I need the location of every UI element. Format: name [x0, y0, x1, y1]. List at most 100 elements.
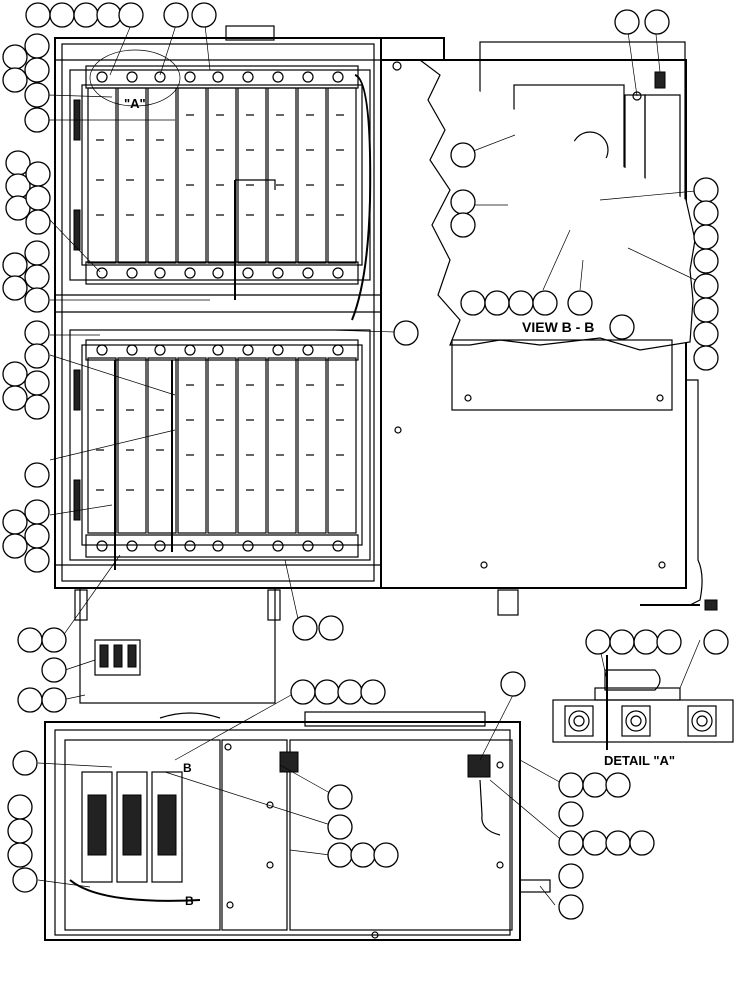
callout-balloon	[24, 462, 50, 488]
callout-balloon	[2, 67, 28, 93]
callout-balloon	[41, 687, 67, 713]
callout-balloon	[450, 189, 476, 215]
callout-balloon	[24, 499, 50, 525]
callout-balloon	[24, 107, 50, 133]
callout-balloon	[327, 842, 353, 868]
callout-balloon	[5, 195, 31, 221]
callout-balloon	[2, 252, 28, 278]
callout-balloon	[24, 370, 50, 396]
callout-balloon	[49, 2, 75, 28]
callout-balloon	[629, 830, 655, 856]
callout-balloon	[314, 679, 340, 705]
callout-balloon	[693, 345, 719, 371]
callout-balloon	[393, 320, 419, 346]
callout-balloon	[373, 842, 399, 868]
callout-balloon	[25, 161, 51, 187]
callout-balloon	[558, 830, 584, 856]
callout-balloon	[7, 818, 33, 844]
callout-balloon	[585, 629, 611, 655]
callout-balloon	[558, 772, 584, 798]
callout-balloon	[693, 248, 719, 274]
callout-balloon	[25, 209, 51, 235]
callout-balloon	[96, 2, 122, 28]
callout-balloon	[24, 287, 50, 313]
callout-balloon	[41, 657, 67, 683]
battery-cabinet-upper	[54, 25, 382, 589]
callout-balloon	[450, 142, 476, 168]
callout-balloon	[73, 2, 99, 28]
callout-balloon	[191, 2, 217, 28]
callout-balloon	[2, 385, 28, 411]
callout-balloon	[290, 679, 316, 705]
callout-balloon	[24, 57, 50, 83]
callout-balloon	[163, 2, 189, 28]
section-b-lower: B	[185, 894, 194, 908]
callout-balloon	[7, 842, 33, 868]
callout-balloon	[508, 290, 534, 316]
callout-balloon	[693, 177, 719, 203]
cabinet-base-fittings	[74, 587, 519, 704]
callout-balloon	[318, 615, 344, 641]
callout-balloon	[24, 547, 50, 573]
callout-balloon	[633, 629, 659, 655]
leader-lines	[37, 24, 707, 906]
callout-balloon	[327, 814, 353, 840]
view-b-b-title: VIEW B - B	[522, 319, 594, 335]
callout-balloon	[693, 200, 719, 226]
callout-balloon	[24, 82, 50, 108]
callout-balloon	[337, 679, 363, 705]
callout-balloon	[292, 615, 318, 641]
callout-balloon	[558, 863, 584, 889]
callout-balloons	[2, 2, 729, 920]
callout-balloon	[2, 361, 28, 387]
callout-balloon	[500, 671, 526, 697]
callout-balloon	[24, 240, 50, 266]
lower-enclosure: B B	[44, 711, 551, 941]
battery-row-lower	[69, 329, 371, 570]
callout-balloon	[2, 44, 28, 70]
callout-balloon	[350, 842, 376, 868]
callout-balloon	[605, 772, 631, 798]
callout-balloon	[2, 275, 28, 301]
callout-balloon	[24, 33, 50, 59]
callout-balloon	[567, 290, 593, 316]
callout-balloon	[12, 867, 38, 893]
callout-balloon	[693, 321, 719, 347]
callout-balloon	[484, 290, 510, 316]
callout-balloon	[582, 830, 608, 856]
callout-balloon	[24, 320, 50, 346]
callout-balloon	[693, 297, 719, 323]
callout-balloon	[41, 627, 67, 653]
callout-balloon	[24, 264, 50, 290]
callout-balloon	[693, 273, 719, 299]
callout-balloon	[644, 9, 670, 35]
callout-balloon	[327, 784, 353, 810]
callout-balloon	[614, 9, 640, 35]
callout-balloon	[460, 290, 486, 316]
callout-balloon	[609, 629, 635, 655]
callout-balloon	[17, 687, 43, 713]
callout-balloon	[17, 627, 43, 653]
callout-balloon	[2, 509, 28, 535]
callout-balloon	[25, 2, 51, 28]
callout-balloon	[703, 629, 729, 655]
callout-balloon	[12, 750, 38, 776]
callout-balloon	[7, 794, 33, 820]
callout-balloon	[25, 185, 51, 211]
callout-balloon	[605, 830, 631, 856]
callout-balloon	[532, 290, 558, 316]
callout-balloon	[450, 212, 476, 238]
callout-balloon	[693, 224, 719, 250]
section-b-upper: B	[183, 761, 192, 775]
fuse-holders	[81, 771, 183, 883]
callout-balloon	[656, 629, 682, 655]
callout-balloon	[24, 394, 50, 420]
battery-row-upper: "A"	[69, 49, 372, 321]
callout-balloon	[558, 894, 584, 920]
callout-balloon	[360, 679, 386, 705]
callout-balloon	[2, 533, 28, 559]
view-b-b: VIEW B - B	[380, 37, 718, 611]
callout-balloon	[558, 801, 584, 827]
callout-balloon	[609, 314, 635, 340]
